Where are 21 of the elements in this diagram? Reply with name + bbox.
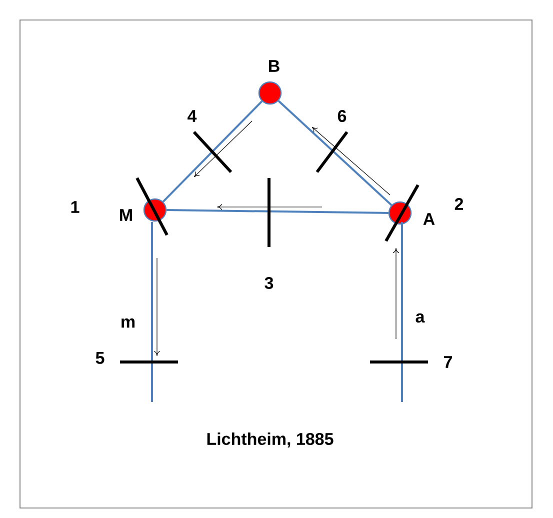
connection-line: [401, 222, 403, 402]
junction-dot: [143, 198, 167, 222]
connection-line: [151, 222, 153, 402]
connection-line: [278, 100, 392, 206]
connection-line: [166, 209, 388, 214]
junction-dot: [388, 201, 412, 225]
edge-label: a: [416, 313, 425, 323]
lesion-number: 5: [96, 352, 104, 364]
lesion-number: 4: [188, 110, 197, 122]
lesion-number: 2: [454, 198, 464, 210]
lesion-number: 6: [338, 110, 346, 122]
node-letter: B: [269, 60, 280, 72]
node-letter: M: [120, 209, 132, 221]
lesion-number: 1: [71, 201, 80, 213]
junction-dot: [258, 81, 282, 105]
edge-label: m: [122, 318, 135, 328]
lesion-number: 3: [264, 276, 274, 290]
connection-line: [162, 100, 263, 202]
node-letter: A: [423, 213, 435, 225]
caption: Lichtheim, 1885: [207, 432, 334, 448]
lesion-number: 7: [444, 356, 452, 368]
